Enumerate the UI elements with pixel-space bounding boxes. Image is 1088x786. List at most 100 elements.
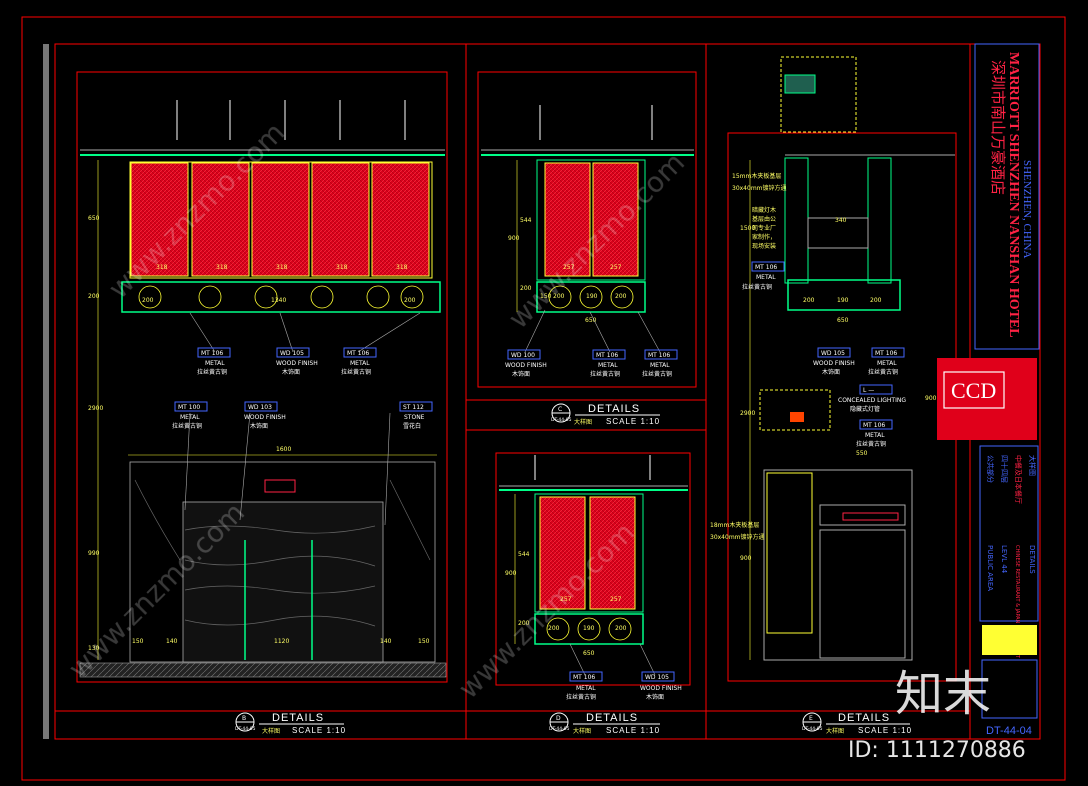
logo-text: CCD xyxy=(951,378,996,403)
red-panel xyxy=(130,162,189,277)
svg-text:MT 106: MT 106 xyxy=(755,264,777,271)
dim: 130 xyxy=(88,645,100,652)
dim: 650 xyxy=(585,317,597,324)
svg-text:MT 106: MT 106 xyxy=(648,352,670,359)
material-tag: WD 105 WOOD FINISH 木饰面 xyxy=(276,312,318,376)
material-tag: WD 100 WOOD FINISH 木饰面 xyxy=(505,309,547,378)
location: SHENZHEN, CHINA xyxy=(1021,160,1033,258)
red-panel xyxy=(539,496,586,610)
svg-text:木饰面: 木饰面 xyxy=(512,370,530,378)
title-block: 深圳市南山万豪酒店 MARRIOTT SHENZHEN NANSHAN HOTE… xyxy=(937,43,1040,737)
svg-text:WD 105: WD 105 xyxy=(280,350,304,357)
detail-title-e: E DT-44-05 DETAILS 大样图 SCALE 1:10 xyxy=(802,712,911,735)
note: 家制作， xyxy=(752,233,776,241)
svg-text:SCALE 1:10: SCALE 1:10 xyxy=(292,726,346,735)
level-en: LEVL 44 xyxy=(1000,545,1008,574)
svg-text:WOOD FINISH: WOOD FINISH xyxy=(505,362,547,369)
svg-text:METAL: METAL xyxy=(865,432,885,439)
material-tag: MT 106 METAL 拉丝黄古铜 xyxy=(637,311,678,378)
dim: 550 xyxy=(856,450,868,457)
svg-text:大样图: 大样图 xyxy=(574,418,592,426)
svg-text:WOOD FINISH: WOOD FINISH xyxy=(813,360,855,367)
svg-text:MT 106: MT 106 xyxy=(596,352,618,359)
svg-text:拉丝黄古铜: 拉丝黄古铜 xyxy=(856,440,886,448)
area-en: PUBLIC AREA xyxy=(986,545,994,591)
dim: 200 xyxy=(520,285,532,292)
dim: 650 xyxy=(837,317,849,324)
svg-text:STONE: STONE xyxy=(404,414,425,421)
note: 司专业厂 xyxy=(752,224,776,232)
svg-text:WD 105: WD 105 xyxy=(645,674,669,681)
svg-text:DETAILS: DETAILS xyxy=(588,403,640,415)
dim: 257 xyxy=(563,264,575,271)
svg-text:拉丝黄古铜: 拉丝黄古铜 xyxy=(742,283,772,291)
dim: 200 xyxy=(553,293,565,300)
dim: 1500 xyxy=(740,225,755,232)
svg-text:木饰面: 木饰面 xyxy=(822,368,840,376)
dim: 190 xyxy=(837,297,849,304)
svg-text:木饰面: 木饰面 xyxy=(646,693,664,701)
detail-title-d: D DT-44-05 DETAILS 大样图 SCALE 1:10 xyxy=(549,712,660,735)
sheet-outer-frame xyxy=(21,16,1066,781)
material-tag: MT 100 METAL 拉丝黄古铜 xyxy=(172,401,208,511)
drawing-en: DETAILS xyxy=(1028,545,1036,574)
view-b: 318 318 318 318 318 200 1340 200 650 200… xyxy=(76,71,448,683)
dim: 2900 xyxy=(88,405,103,412)
dim: 190 xyxy=(583,625,595,632)
svg-text:DT-44-05: DT-44-05 xyxy=(551,417,572,423)
svg-text:METAL: METAL xyxy=(877,360,897,367)
detail-title-c: C DT-44-05 DETAILS 大样图 SCALE 1:10 xyxy=(551,403,660,426)
material-tag: MT 106 METAL 拉丝黄古铜 xyxy=(189,312,231,376)
svg-text:大样图: 大样图 xyxy=(826,727,844,735)
dim: 318 xyxy=(276,264,288,271)
level-cn: 四十四层 xyxy=(1000,455,1009,483)
dim: 650 xyxy=(88,215,100,222)
dim: 900 xyxy=(740,555,752,562)
svg-text:B: B xyxy=(242,715,246,722)
material-tag: MT 106 METAL 拉丝黄古铜 xyxy=(566,643,603,701)
svg-text:C: C xyxy=(558,406,562,413)
svg-text:拉丝黄古铜: 拉丝黄古铜 xyxy=(642,370,672,378)
svg-text:METAL: METAL xyxy=(180,414,200,421)
red-panel xyxy=(589,496,636,610)
svg-text:METAL: METAL xyxy=(205,360,225,367)
material-tag: MT 106 METAL 拉丝黄古铜 xyxy=(868,347,905,376)
svg-text:拉丝黄古铜: 拉丝黄古铜 xyxy=(341,368,371,376)
svg-text:DT-44-05: DT-44-05 xyxy=(802,726,823,732)
svg-text:E: E xyxy=(809,715,813,722)
svg-text:MT 106: MT 106 xyxy=(201,350,223,357)
watermark-id: ID: 1111270886 xyxy=(848,738,1026,763)
material-tag: WD 105 WOOD FINISH 木饰面 xyxy=(813,347,855,376)
svg-text:METAL: METAL xyxy=(576,685,596,692)
svg-text:METAL: METAL xyxy=(598,362,618,369)
view-c: 257 257 150 200 190 200 650 544 200 900 xyxy=(477,71,697,388)
svg-text:MT 100: MT 100 xyxy=(178,404,200,411)
dim: 318 xyxy=(336,264,348,271)
dim: 1340 xyxy=(271,297,286,304)
material-tag: WD 105 WOOD FINISH 木饰面 xyxy=(639,643,682,701)
svg-text:DETAILS: DETAILS xyxy=(586,712,638,724)
dim: 257 xyxy=(610,596,622,603)
note: 基层由公 xyxy=(752,215,776,223)
svg-text:WOOD FINISH: WOOD FINISH xyxy=(244,414,286,421)
svg-text:隐藏式灯管: 隐藏式灯管 xyxy=(850,405,880,413)
material-tag: MT 106 METAL 拉丝黄古铜 xyxy=(856,419,893,448)
dim: 900 xyxy=(505,570,517,577)
svg-text:SCALE 1:10: SCALE 1:10 xyxy=(606,417,660,426)
svg-text:木饰面: 木饰面 xyxy=(250,422,268,430)
area-cn: 公共部分 xyxy=(986,455,995,483)
view-d: 257 257 200 190 200 650 544 200 900 xyxy=(495,452,691,686)
drawing-cn: 大样图 xyxy=(1028,455,1037,476)
sheet-number: DT-44-04 xyxy=(986,725,1032,737)
svg-text:CONCEALED LIGHTING: CONCEALED LIGHTING xyxy=(838,397,906,404)
svg-text:METAL: METAL xyxy=(756,274,776,281)
svg-text:拉丝黄古铜: 拉丝黄古铜 xyxy=(566,693,596,701)
svg-text:木饰面: 木饰面 xyxy=(282,368,300,376)
note: 18mm木夹板基层 xyxy=(710,521,759,529)
svg-text:WD 100: WD 100 xyxy=(511,352,535,359)
svg-text:WOOD FINISH: WOOD FINISH xyxy=(276,360,318,367)
red-panel xyxy=(544,162,591,277)
material-tag: MT 106 METAL 拉丝黄古铜 xyxy=(589,311,626,378)
svg-text:MT 106: MT 106 xyxy=(573,674,595,681)
